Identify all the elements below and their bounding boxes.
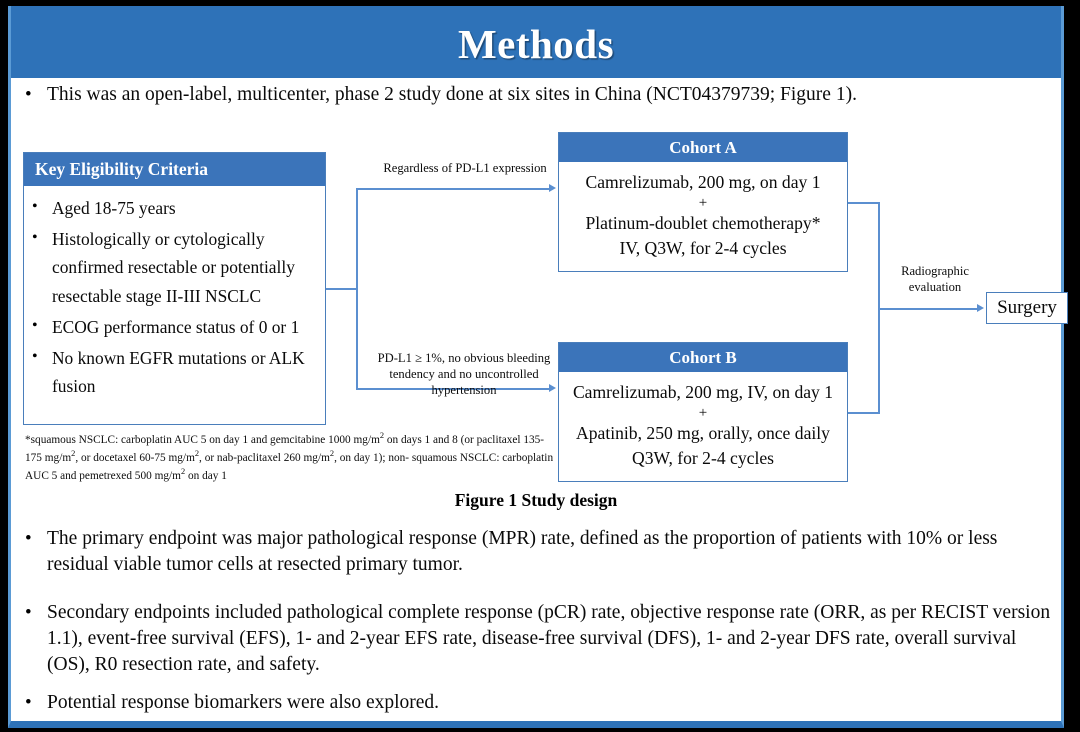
surgery-box: Surgery <box>986 292 1068 324</box>
bullet-primary-endpoint: • The primary endpoint was major patholo… <box>25 526 1045 578</box>
figure-caption: Figure 1 Study design <box>454 490 618 510</box>
bullet-text: Potential response biomarkers were also … <box>47 692 440 713</box>
cohort-b-line2: Apatinib, 250 mg, orally, once daily <box>576 423 830 444</box>
connector-stem-from-eligibility <box>321 288 357 290</box>
cohort-a-line1: Camrelizumab, 200 mg, on day 1 <box>585 172 821 192</box>
intro-bullet: • This was an open-label, multicenter, p… <box>25 82 1055 108</box>
cohort-a-plus: + <box>698 194 708 211</box>
bullet-secondary-endpoints: • Secondary endpoints included pathologi… <box>25 600 1057 678</box>
cohort-a-header: Cohort A <box>559 133 847 162</box>
slide-title-bar: Methods <box>11 6 1061 78</box>
connector-label-top: Regardless of PD-L1 expression <box>383 161 547 175</box>
connector-label-bottom: PD-L1 ≥ 1%, no obvious bleeding tendency… <box>377 351 551 398</box>
bullet-marker-icon: • <box>32 347 38 365</box>
footnote-line3-b: on day 1 <box>185 469 227 482</box>
arrowhead-cohort-b-icon <box>549 384 556 392</box>
bullet-biomarkers: • Potential response biomarkers were als… <box>25 690 925 716</box>
cohort-b-plus: + <box>698 404 708 421</box>
page-title: Methods <box>457 21 615 67</box>
eligibility-criteria-box: Key Eligibility Criteria • Aged 18-75 ye… <box>23 152 326 425</box>
footnote-line3-a: squamous NSCLC: carboplatin AUC 5 and pe… <box>25 451 554 482</box>
connector-branch-vertical <box>356 188 358 389</box>
cohort-a-body: Camrelizumab, 200 mg, on day 1 + Platinu… <box>559 162 847 269</box>
bullet-marker-icon: • <box>25 84 32 105</box>
footnote-sup: 2 <box>71 448 76 458</box>
connector-arrow-to-surgery <box>878 308 979 310</box>
footnote-sup: 2 <box>180 466 186 476</box>
list-item: • Histologically or cytologically confir… <box>32 225 319 310</box>
footnote-line2-c: , or nab-paclitaxel 260 mg/m <box>199 451 330 464</box>
eligibility-item-text: ECOG performance status of 0 or 1 <box>52 316 300 337</box>
cohort-b-header: Cohort B <box>559 343 847 372</box>
cohort-b-line3: Q3W, for 2-4 cycles <box>631 448 774 469</box>
connector-from-cohort-b <box>848 412 880 414</box>
study-design-figure: Key Eligibility Criteria • Aged 18-75 ye… <box>11 118 1068 508</box>
footnote-line1-b: on days 1 and 8 (or <box>384 433 474 446</box>
bullet-marker-icon: • <box>25 528 32 549</box>
cohort-a-line3: IV, Q3W, for 2-4 cycles <box>619 238 787 259</box>
connector-label-right: Radiographic evaluation <box>901 264 969 295</box>
eligibility-item-text: Aged 18-75 years <box>52 198 176 218</box>
list-item: • No known EGFR mutations or ALK fusion <box>32 344 319 400</box>
cohort-b-box: Cohort B Camrelizumab, 200 mg, IV, on da… <box>558 342 848 482</box>
footnote-sup: 2 <box>194 448 200 458</box>
footnote-line1-a: *squamous NSCLC: carboplatin AUC 5 on da… <box>25 433 380 446</box>
bullet-text: The primary endpoint was major pathologi… <box>47 528 998 575</box>
footnote-line2-a: paclitaxel 135-175 mg/m <box>25 433 545 464</box>
footnote-sup: 2 <box>379 431 385 440</box>
list-item: • ECOG performance status of 0 or 1 <box>32 313 319 341</box>
cohort-a-line2: Platinum-doublet chemotherapy* <box>585 213 821 234</box>
footnote-line2-b: , or docetaxel 60-75 mg/m <box>75 451 195 464</box>
bullet-marker-icon: • <box>32 229 38 247</box>
bullet-marker-icon: • <box>32 316 38 334</box>
connector-merge-vertical <box>878 202 880 413</box>
cohort-b-line1: Camrelizumab, 200 mg, IV, on day 1 <box>572 382 834 402</box>
intro-bullet-text: This was an open-label, multicenter, pha… <box>47 84 857 105</box>
bullet-marker-icon: • <box>25 692 32 713</box>
bullet-text: Secondary endpoints included pathologica… <box>47 602 1051 675</box>
list-item: • Aged 18-75 years <box>32 194 319 222</box>
bullet-marker-icon: • <box>25 602 32 623</box>
connector-arrow-to-cohort-a <box>356 188 550 190</box>
figure-footnote: *squamous NSCLC: carboplatin AUC 5 on da… <box>25 430 555 483</box>
eligibility-item-text: No known EGFR mutations or ALK fusion <box>52 347 305 397</box>
connector-arrow-to-cohort-b <box>356 388 550 390</box>
eligibility-criteria-list: • Aged 18-75 years • Histologically or c… <box>24 186 325 400</box>
eligibility-item-text: Histologically or cytologically confirme… <box>52 229 295 306</box>
footnote-line2-d: , on day 1); non- <box>334 451 410 464</box>
cohort-b-body: Camrelizumab, 200 mg, IV, on day 1 + Apa… <box>559 372 847 479</box>
footnote-sup: 2 <box>329 448 335 458</box>
bullet-marker-icon: • <box>32 198 38 215</box>
slide-canvas: Methods • This was an open-label, multic… <box>8 6 1068 728</box>
cohort-a-box: Cohort A Camrelizumab, 200 mg, on day 1 … <box>558 132 848 272</box>
eligibility-box-header: Key Eligibility Criteria <box>24 153 325 186</box>
arrowhead-surgery-icon <box>977 304 984 312</box>
arrowhead-cohort-a-icon <box>549 184 556 192</box>
connector-from-cohort-a <box>848 202 880 204</box>
